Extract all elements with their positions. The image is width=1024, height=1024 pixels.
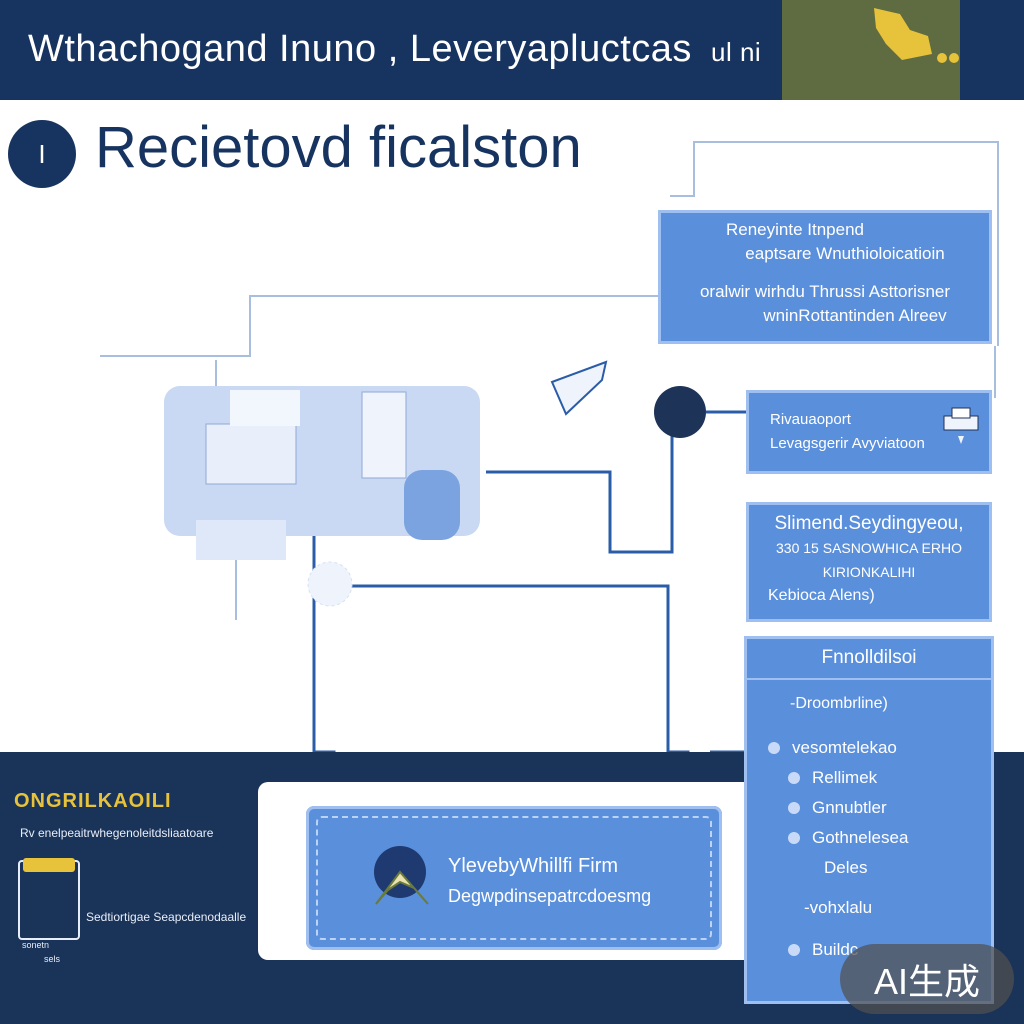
panel-title: YlevebyWhillfi Firm [448, 855, 619, 877]
bottom-left-caption: Sedtiortigae Seapcdenodaalle [86, 910, 247, 924]
list-panel-title: Fnnolldilsoi [744, 646, 994, 680]
page-title: Wthachogand Inuno , Leveryapluctcas ul n… [28, 28, 761, 71]
main-process-panel: YlevebyWhillfi Firm Degwpdinsepatrcdoesm… [306, 806, 722, 950]
box-line: 330 15 SASNOWHICA ERHO [776, 540, 962, 556]
list-panel-subtitle: -Droombrline) [790, 695, 888, 712]
bullet-icon [768, 742, 780, 754]
machine-illustration [164, 386, 480, 560]
page-title-text: Wthachogand Inuno , Leveryapluctcas [28, 28, 692, 70]
list-item: Gnnubtler [744, 798, 994, 818]
list-item: Gothnelesea [744, 828, 994, 848]
box-line: oralwir wirhdu Thrussi Asttorisner [699, 282, 951, 301]
illustration-icon [782, 0, 960, 100]
page-title-suffix: ul ni [710, 37, 762, 67]
bullet-icon [788, 802, 800, 814]
connector-line [486, 412, 674, 554]
box-line: eaptsare Wnuthioloicatioin [745, 244, 945, 263]
bottom-left-subheading: Rv enelpeaitrwhegenoleitdsliaatoare [20, 826, 214, 840]
connector-line [670, 141, 999, 346]
bullet-icon [788, 944, 800, 956]
box-line: Slimend.Seydingyeou, [774, 513, 964, 534]
connector-line [100, 295, 660, 357]
junction-node [654, 386, 706, 438]
device-icon [18, 858, 80, 940]
printer-icon [943, 407, 979, 444]
bullet-icon [788, 832, 800, 844]
feature-list-panel: Fnnolldilsoi -Droombrline) vesomtelekao … [744, 636, 994, 1004]
panel-dashed-border [316, 816, 712, 940]
section-title: Recietovd ficalston [95, 115, 582, 180]
list-item: Rellimek [744, 768, 994, 788]
list-item: vesomtelekao [744, 738, 994, 758]
bird-emblem-icon [374, 846, 429, 905]
bottom-left-heading: ONGRILKAOILI [14, 790, 172, 812]
box-line: Levagsgerir Avyviatoon [770, 435, 925, 452]
box-line: Rivauaoport [770, 411, 851, 428]
list-item: Buildc [744, 940, 994, 960]
icon-label: sels [44, 954, 61, 964]
info-box-middle: Rivauaoport Levagsgerir Avyviatoon [746, 390, 992, 474]
section-number-badge: I [8, 120, 76, 188]
box-line: KIRIONKALIHI [822, 564, 916, 580]
funnel-icon [550, 360, 608, 416]
info-box-top: Reneyinte Itnpend eaptsare Wnuthioloicat… [658, 210, 992, 344]
box-line: Kebioca Alens) [768, 587, 875, 604]
box-line: wninRottantinden Alreev [763, 306, 947, 325]
panel-subtitle: Degwpdinsepatrcdoesmg [448, 886, 652, 906]
icon-label: sonetn [22, 940, 50, 950]
list-item: Deles [824, 858, 868, 877]
bullet-icon [788, 772, 800, 784]
info-box-lower: Slimend.Seydingyeou, 330 15 SASNOWHICA E… [746, 502, 992, 622]
ai-generated-watermark: AI生成 [840, 944, 1014, 1014]
banner-illustration [782, 0, 960, 100]
list-item: -vohxlalu [804, 898, 873, 917]
box-line: Reneyinte Itnpend [726, 220, 864, 239]
junction-node-light [307, 561, 353, 607]
